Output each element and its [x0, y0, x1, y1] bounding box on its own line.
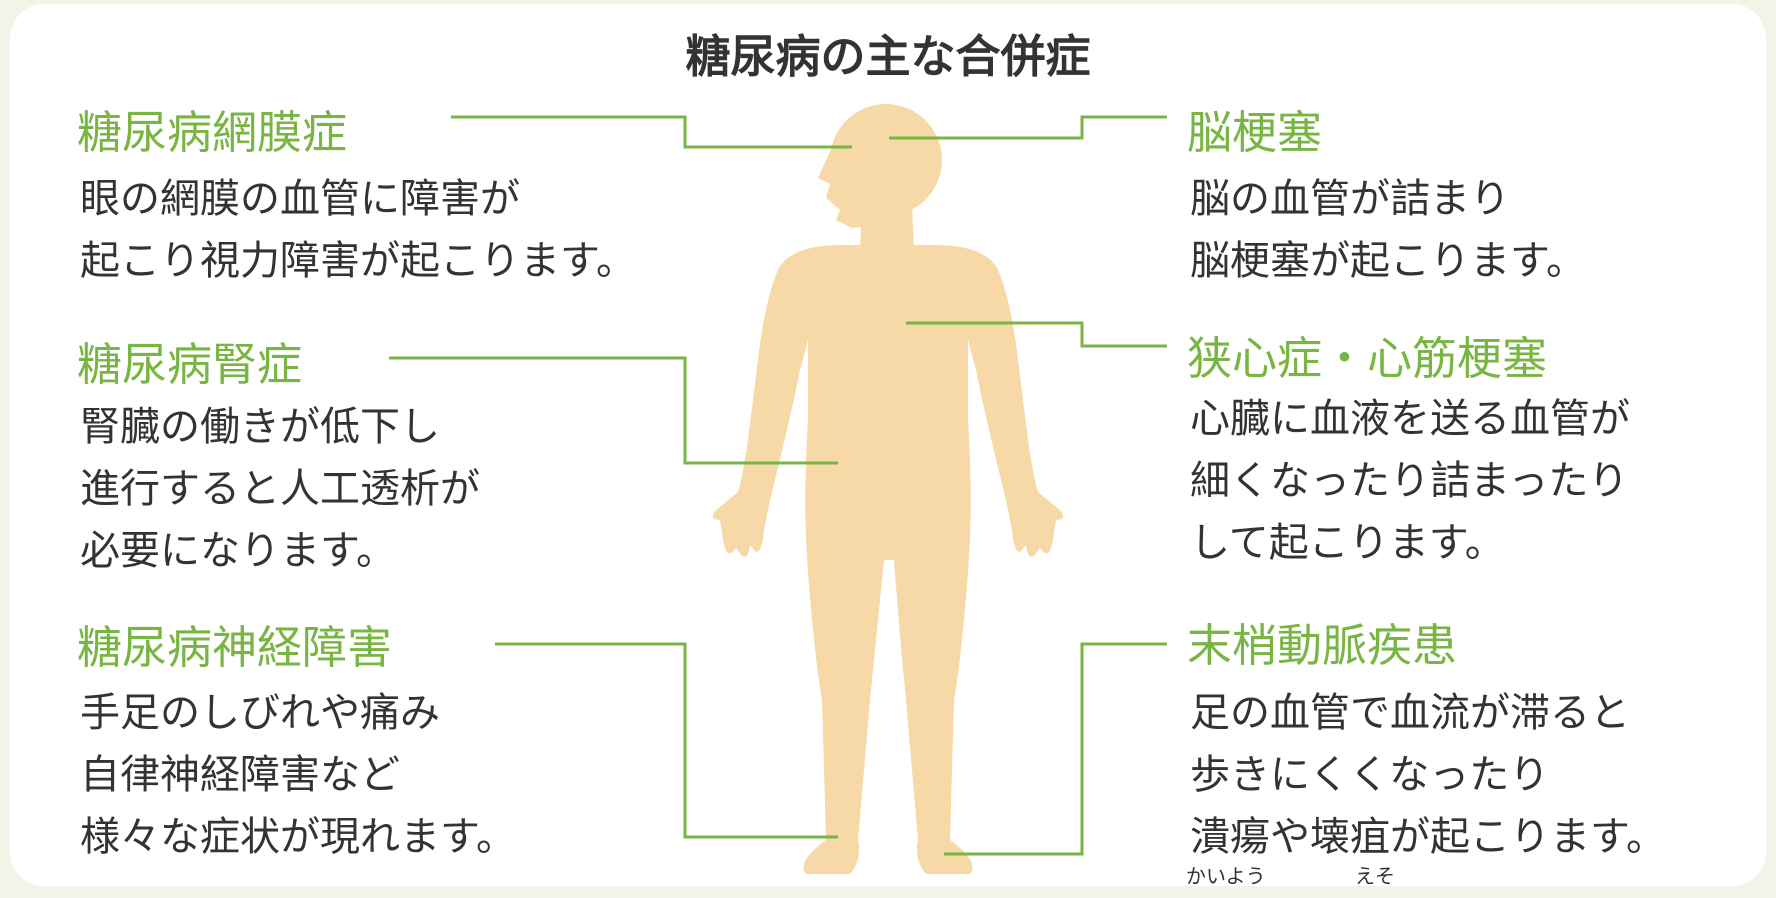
text-nephropathy: 腎臓の働きが低下し 進行すると人工透析が 必要になります。 [80, 396, 480, 582]
line-nephropathy [389, 356, 838, 465]
heading-heart-disease: 狭心症・心筋梗塞 [1187, 332, 1548, 385]
line-retinopathy [451, 115, 852, 149]
heading-pad: 末梢動脈疾患 [1187, 619, 1458, 672]
text-line: 足の血管で血流が滞ると [1190, 690, 1630, 736]
text-line: 自律神経障害など [80, 752, 400, 798]
page-title: 糖尿病の主な合併症 [685, 30, 1091, 83]
line-stroke [889, 115, 1167, 140]
text-line: 脳の血管が詰まり [1190, 176, 1510, 222]
text-line: 心臓に血液を送る血管が [1190, 396, 1630, 442]
ruby-eso: えそ [1355, 864, 1395, 888]
text-retinopathy: 眼の網膜の血管に障害が 起こり視力障害が起こります。 [80, 168, 636, 292]
text-line: 細くなったり詰まったり [1190, 458, 1629, 504]
text-line: 必要になります。 [80, 528, 396, 574]
text-line: 潰瘍や壊疽が起こります。 [1190, 814, 1666, 860]
text-line: 眼の網膜の血管に障害が [80, 176, 520, 222]
line-neuropathy [495, 642, 838, 839]
text-line: 手足のしびれや痛み [80, 690, 440, 736]
text-line: して起こります。 [1190, 520, 1505, 566]
text-neuropathy: 手足のしびれや痛み 自律神経障害など 様々な症状が現れます。 [80, 682, 516, 868]
human-silhouette [712, 104, 1064, 874]
line-heart [906, 321, 1167, 348]
text-stroke: 脳の血管が詰まり 脳梗塞が起こります。 [1190, 168, 1586, 292]
connector-lines [389, 115, 1167, 856]
heading-nephropathy: 糖尿病腎症 [77, 338, 303, 391]
text-line: 腎臓の働きが低下し [80, 404, 440, 450]
text-pad: 足の血管で血流が滞ると 歩きにくくなったり 潰瘍や壊疽が起こります。 [1190, 682, 1666, 868]
text-line: 起こり視力障害が起こります。 [80, 238, 636, 284]
text-line: 歩きにくくなったり [1190, 752, 1550, 798]
text-heart-disease: 心臓に血液を送る血管が 細くなったり詰まったり して起こります。 [1190, 388, 1630, 574]
ruby-kaiyou: かいよう [1186, 864, 1266, 888]
heading-retinopathy: 糖尿病網膜症 [77, 106, 348, 159]
text-line: 進行すると人工透析が [80, 466, 480, 512]
line-pad [944, 642, 1167, 856]
heading-stroke: 脳梗塞 [1187, 106, 1323, 159]
text-line: 様々な症状が現れます。 [80, 814, 516, 860]
heading-neuropathy: 糖尿病神経障害 [77, 621, 393, 674]
text-line: 脳梗塞が起こります。 [1190, 238, 1586, 284]
